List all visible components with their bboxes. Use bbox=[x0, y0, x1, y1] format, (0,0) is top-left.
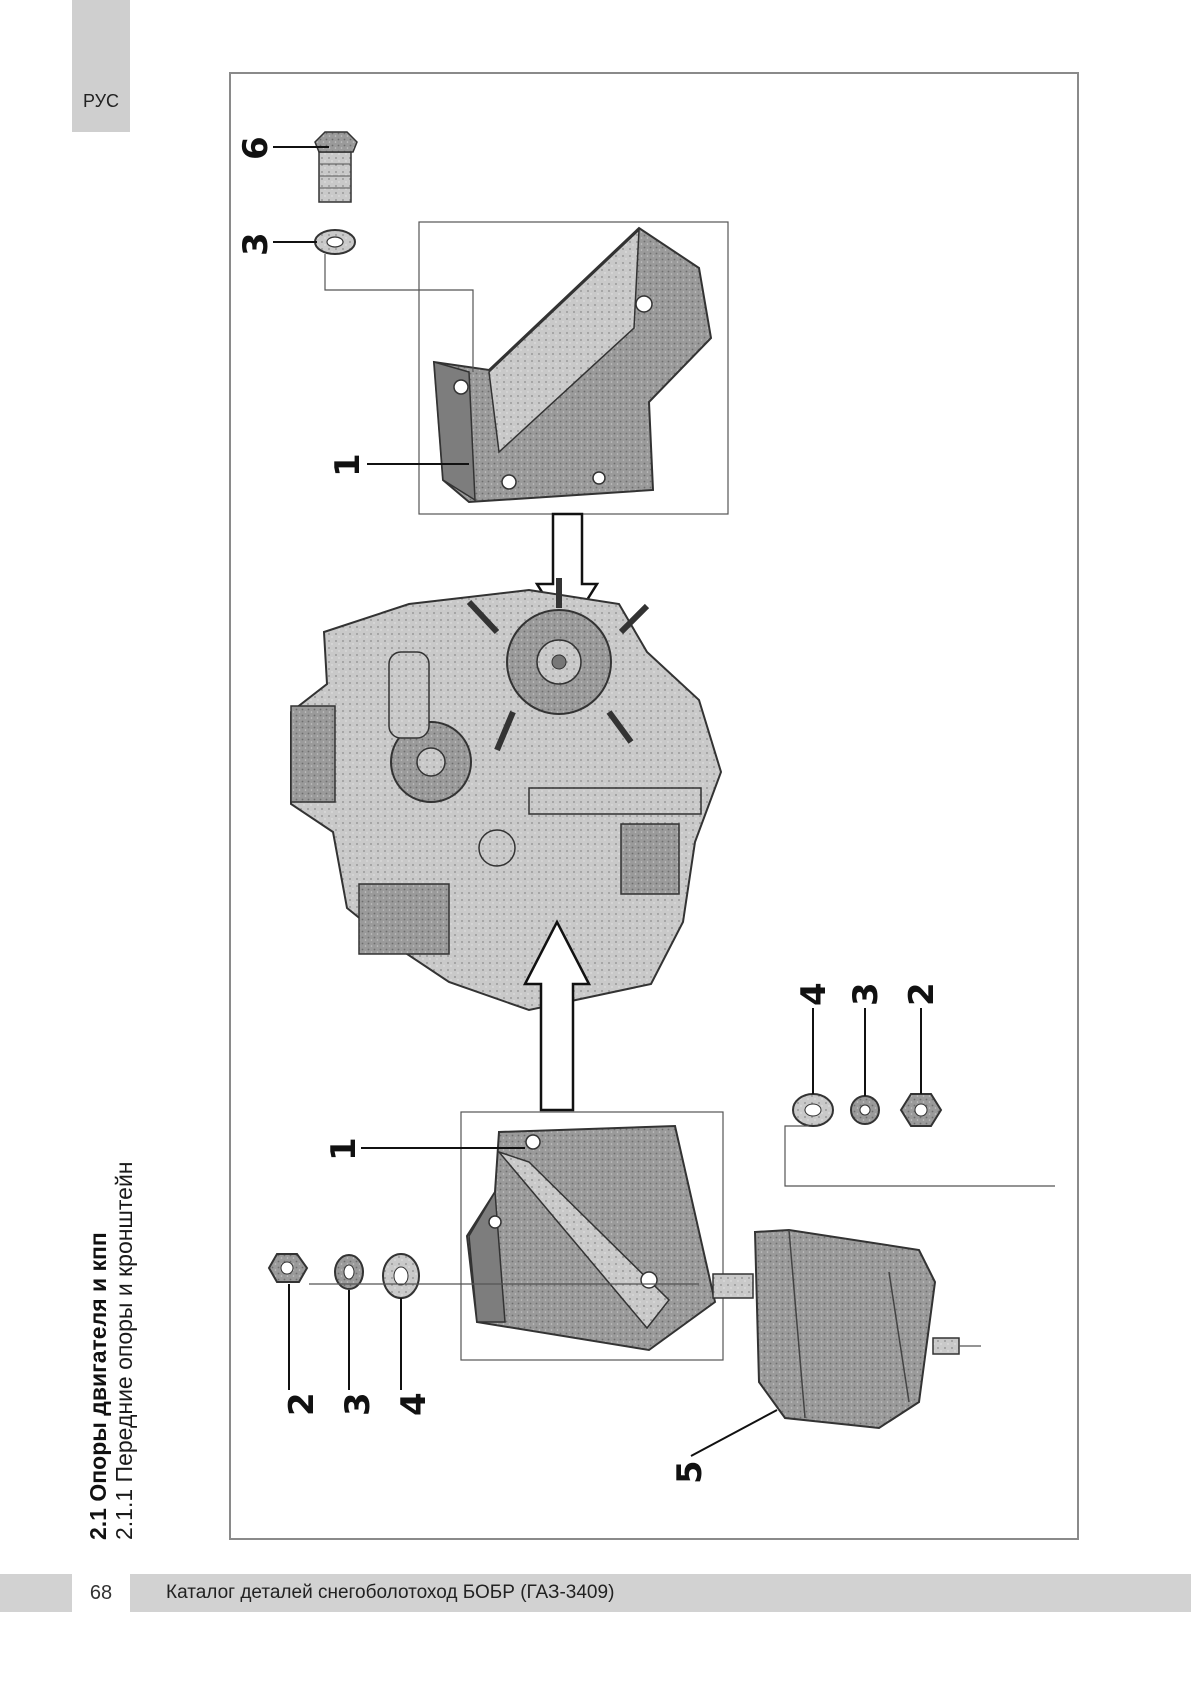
arrow-up-to-engine bbox=[522, 919, 592, 1112]
callout-leader-5 bbox=[690, 1409, 778, 1457]
top-washer bbox=[314, 229, 356, 255]
catalog-title: Каталог деталей снегоболотоход БОБР (ГАЗ… bbox=[166, 1582, 615, 1603]
cushion-end-stud bbox=[932, 1337, 960, 1355]
cushion-stud bbox=[712, 1273, 754, 1299]
callout-top-washer: 3 bbox=[236, 232, 276, 256]
exploded-parts-diagram: 6 3 1 bbox=[236, 131, 1055, 1484]
callout-right-flat-washer: 4 bbox=[794, 982, 834, 1006]
callout-left-lock-washer: 3 bbox=[338, 1392, 378, 1416]
section-heading: 2.1 Опоры двигателя и кпп 2.1.1 Передние… bbox=[85, 1161, 138, 1540]
top-bracket-group: 6 3 1 bbox=[236, 131, 729, 515]
language-tab: РУС bbox=[72, 0, 130, 132]
left-bracket-part bbox=[465, 1124, 717, 1352]
page-number: 68 bbox=[72, 1574, 130, 1612]
callout-left-nut: 2 bbox=[282, 1392, 322, 1416]
callout-right-nut: 2 bbox=[902, 982, 942, 1006]
left-bracket-group: 1 2 3 4 bbox=[267, 1111, 724, 1416]
top-bolt bbox=[314, 131, 358, 203]
engine-illustration bbox=[290, 578, 723, 1012]
callout-cushion: 5 bbox=[670, 1460, 710, 1484]
left-bracket-box bbox=[460, 1111, 724, 1361]
right-flat-washer bbox=[792, 1093, 834, 1127]
subsection-title: 2.1.1 Передние опоры и кронштейн bbox=[110, 1161, 137, 1540]
top-bracket-part bbox=[432, 226, 713, 504]
right-fastener-group: 4 3 2 bbox=[784, 982, 1055, 1187]
left-nut bbox=[267, 1253, 309, 1283]
section-title: 2.1 Опоры двигателя и кпп bbox=[85, 1232, 111, 1540]
left-flat-washer bbox=[382, 1253, 420, 1299]
callout-right-lock-washer: 3 bbox=[846, 982, 886, 1006]
right-nut bbox=[899, 1093, 943, 1127]
top-assembly-leader bbox=[324, 254, 474, 372]
callout-left-bracket: 1 bbox=[324, 1137, 364, 1161]
left-lock-washer bbox=[334, 1254, 364, 1290]
callout-top-bracket: 1 bbox=[328, 453, 368, 477]
rubber-cushion: 5 bbox=[670, 1228, 981, 1484]
right-stack-leader bbox=[784, 1125, 1055, 1187]
footer-bar bbox=[0, 1574, 1191, 1612]
callout-top-bolt: 6 bbox=[236, 136, 276, 160]
language-label: РУС bbox=[82, 91, 120, 111]
right-lock-washer bbox=[850, 1095, 880, 1125]
callout-left-flat-washer: 4 bbox=[394, 1392, 434, 1416]
